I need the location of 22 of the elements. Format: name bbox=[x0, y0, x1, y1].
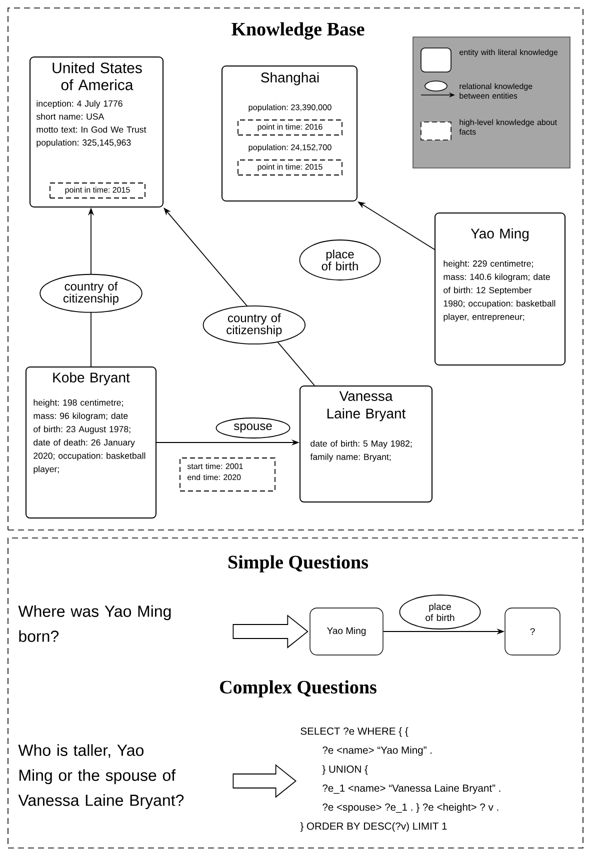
qualifier-box: point in time: 2016 bbox=[238, 120, 342, 136]
legend-text: entity with literal knowledge bbox=[460, 49, 558, 57]
edge-label: country of citizenship bbox=[202, 306, 306, 344]
entity-box: Yao Ming bbox=[310, 608, 384, 656]
edge-label: place of birth bbox=[299, 240, 381, 280]
edge-label: spouse bbox=[216, 418, 290, 438]
entity-box: Vanessa Laine Bryant date of birth: 5 May 1982; family name: Bryant; bbox=[300, 386, 432, 502]
legend-text: high-level knowledge about facts bbox=[459, 119, 557, 135]
edge-label: country of citizenship bbox=[40, 274, 142, 313]
legend-text: relational knowledge between entities bbox=[460, 83, 532, 99]
question-text: Who is taller, Yao Ming or the spouse of Vanessa Laine Bryant? bbox=[18, 744, 184, 810]
entity-box: ? bbox=[504, 608, 560, 656]
block-arrow bbox=[232, 614, 308, 648]
block-arrow bbox=[232, 764, 297, 798]
qualifier-box: start time: 2001 end time: 2020 bbox=[180, 458, 276, 492]
entity-box: Kobe Bryant height: 198 centimetre; mass: 96 kilogram; date of birth: 23 August 1978; date of death: 26 January 2020; occupation: basketball player; bbox=[26, 366, 156, 518]
query-text: SELECT ?e WHERE { { ?e <name> “Yao Ming” . } UNION { ?e_1 <name> “Vanessa Laine Bryant” . ?e <spouse> ?e_1 . } ?e <height> ? v . } ORDER BY DESC(?v) LIMIT 1 bbox=[300, 727, 500, 832]
question-text: Where was Yao Ming born? bbox=[18, 605, 171, 642]
qualifier-box: point in time: 2015 bbox=[50, 182, 146, 198]
entity-box: Yao Ming height: 229 centimetre; mass: 140.6 kilogram; date of birth: 12 September 1980; occupation: basketball player, entrepreneur; bbox=[434, 212, 566, 366]
edge-label: place of birth bbox=[399, 594, 481, 630]
qualifier-box: point in time: 2015 bbox=[238, 160, 342, 176]
